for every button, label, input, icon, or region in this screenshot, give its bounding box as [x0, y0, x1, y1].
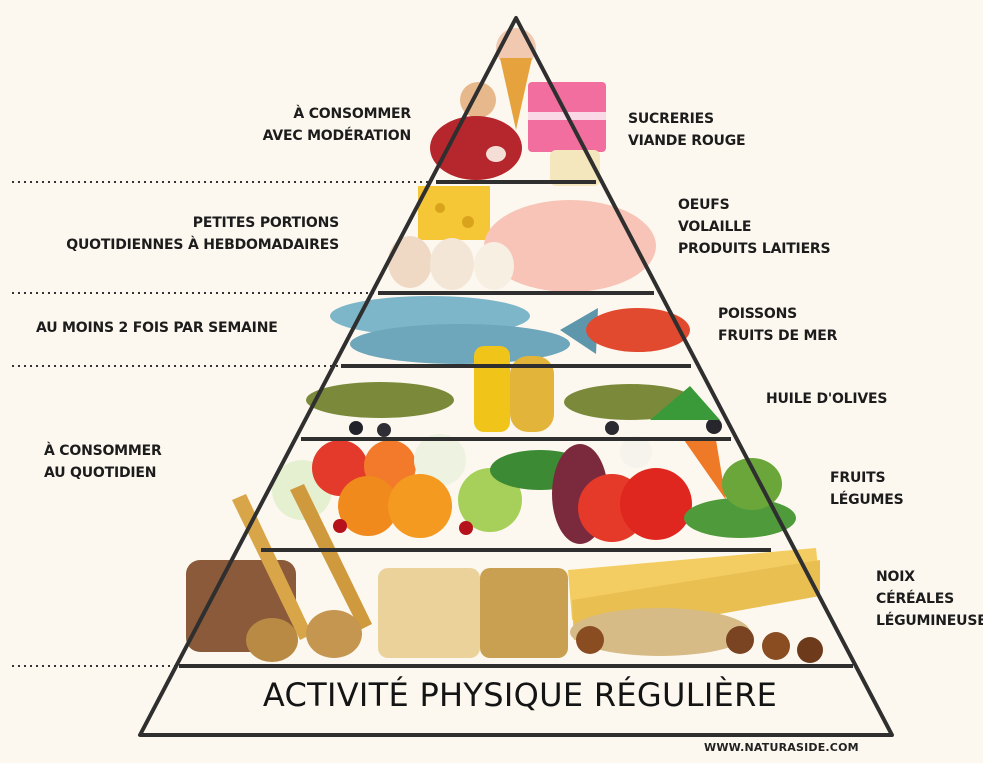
- label-sweets-red-meat: SUCRERIES VIANDE ROUGE: [628, 108, 745, 152]
- carrot-icon: [684, 440, 726, 500]
- cheese-icon: [418, 186, 490, 240]
- bread-icon: [378, 568, 480, 658]
- label-weekly: PETITES PORTIONS QUOTIDIENNES À HEBDOMAD…: [66, 212, 339, 256]
- label-fish-seafood: POISSONS FRUITS DE MER: [718, 303, 837, 347]
- label-line: PRODUITS LAITIERS: [678, 238, 830, 260]
- roll-icon: [246, 618, 298, 662]
- cherry-icon: [459, 521, 473, 535]
- hazelnut-icon: [797, 637, 823, 663]
- hazelnut-icon: [726, 626, 754, 654]
- label-line: LÉGUMES: [830, 489, 904, 511]
- label-line: FRUITS: [830, 467, 904, 489]
- label-nuts-grains-legumes: NOIX CÉRÉALES LÉGUMINEUSES: [876, 566, 983, 632]
- label-eggs-poultry-dairy: OEUFS VOLAILLE PRODUITS LAITIERS: [678, 194, 830, 260]
- label-line: POISSONS: [718, 303, 837, 325]
- cherry-icon: [333, 519, 347, 533]
- label-line: AVEC MODÉRATION: [263, 125, 411, 147]
- label-line: AU QUOTIDIEN: [44, 462, 162, 484]
- label-line: PETITES PORTIONS: [66, 212, 339, 234]
- label-fruits-vegetables: FRUITS LÉGUMES: [830, 467, 904, 511]
- hazelnut-icon: [576, 626, 604, 654]
- orange-icon: [388, 474, 452, 538]
- label-line: À CONSOMMER: [44, 440, 162, 462]
- label-line: VIANDE ROUGE: [628, 130, 745, 152]
- label-line: QUOTIDIENNES À HEBDOMADAIRES: [66, 234, 339, 256]
- egg-icon: [430, 238, 474, 290]
- roll-icon: [306, 610, 362, 658]
- egg-icon: [474, 242, 514, 290]
- label-line: AU MOINS 2 FOIS PAR SEMAINE: [36, 317, 278, 339]
- label-line: À CONSOMMER: [263, 103, 411, 125]
- meat-icon: [430, 116, 522, 180]
- oil-bottle-icon: [474, 346, 510, 432]
- shrimp-icon: [586, 308, 690, 352]
- olive-branch-icon: [306, 382, 454, 418]
- label-line: SUCRERIES: [628, 108, 745, 130]
- label-daily: À CONSOMMER AU QUOTIDIEN: [44, 440, 162, 484]
- cone-icon: [500, 58, 532, 130]
- footer-website: WWW.NATURASIDE.COM: [704, 741, 859, 754]
- bread-icon: [480, 568, 568, 658]
- label-line: VOLAILLE: [678, 216, 830, 238]
- egg-icon: [388, 236, 432, 288]
- label-olive-oil: HUILE D'OLIVES: [766, 388, 887, 410]
- hazelnut-icon: [762, 632, 790, 660]
- label-twice-weekly: AU MOINS 2 FOIS PAR SEMAINE: [36, 317, 278, 339]
- tomato-icon: [620, 468, 692, 540]
- label-line: CÉRÉALES: [876, 588, 983, 610]
- label-line: OEUFS: [678, 194, 830, 216]
- label-line: NOIX: [876, 566, 983, 588]
- label-line: FRUITS DE MER: [718, 325, 837, 347]
- label-line: HUILE D'OLIVES: [766, 388, 887, 410]
- label-line: LÉGUMINEUSES: [876, 610, 983, 632]
- base-physical-activity: ACTIVITÉ PHYSIQUE RÉGULIÈRE: [200, 676, 840, 714]
- label-moderation: À CONSOMMER AVEC MODÉRATION: [263, 103, 411, 147]
